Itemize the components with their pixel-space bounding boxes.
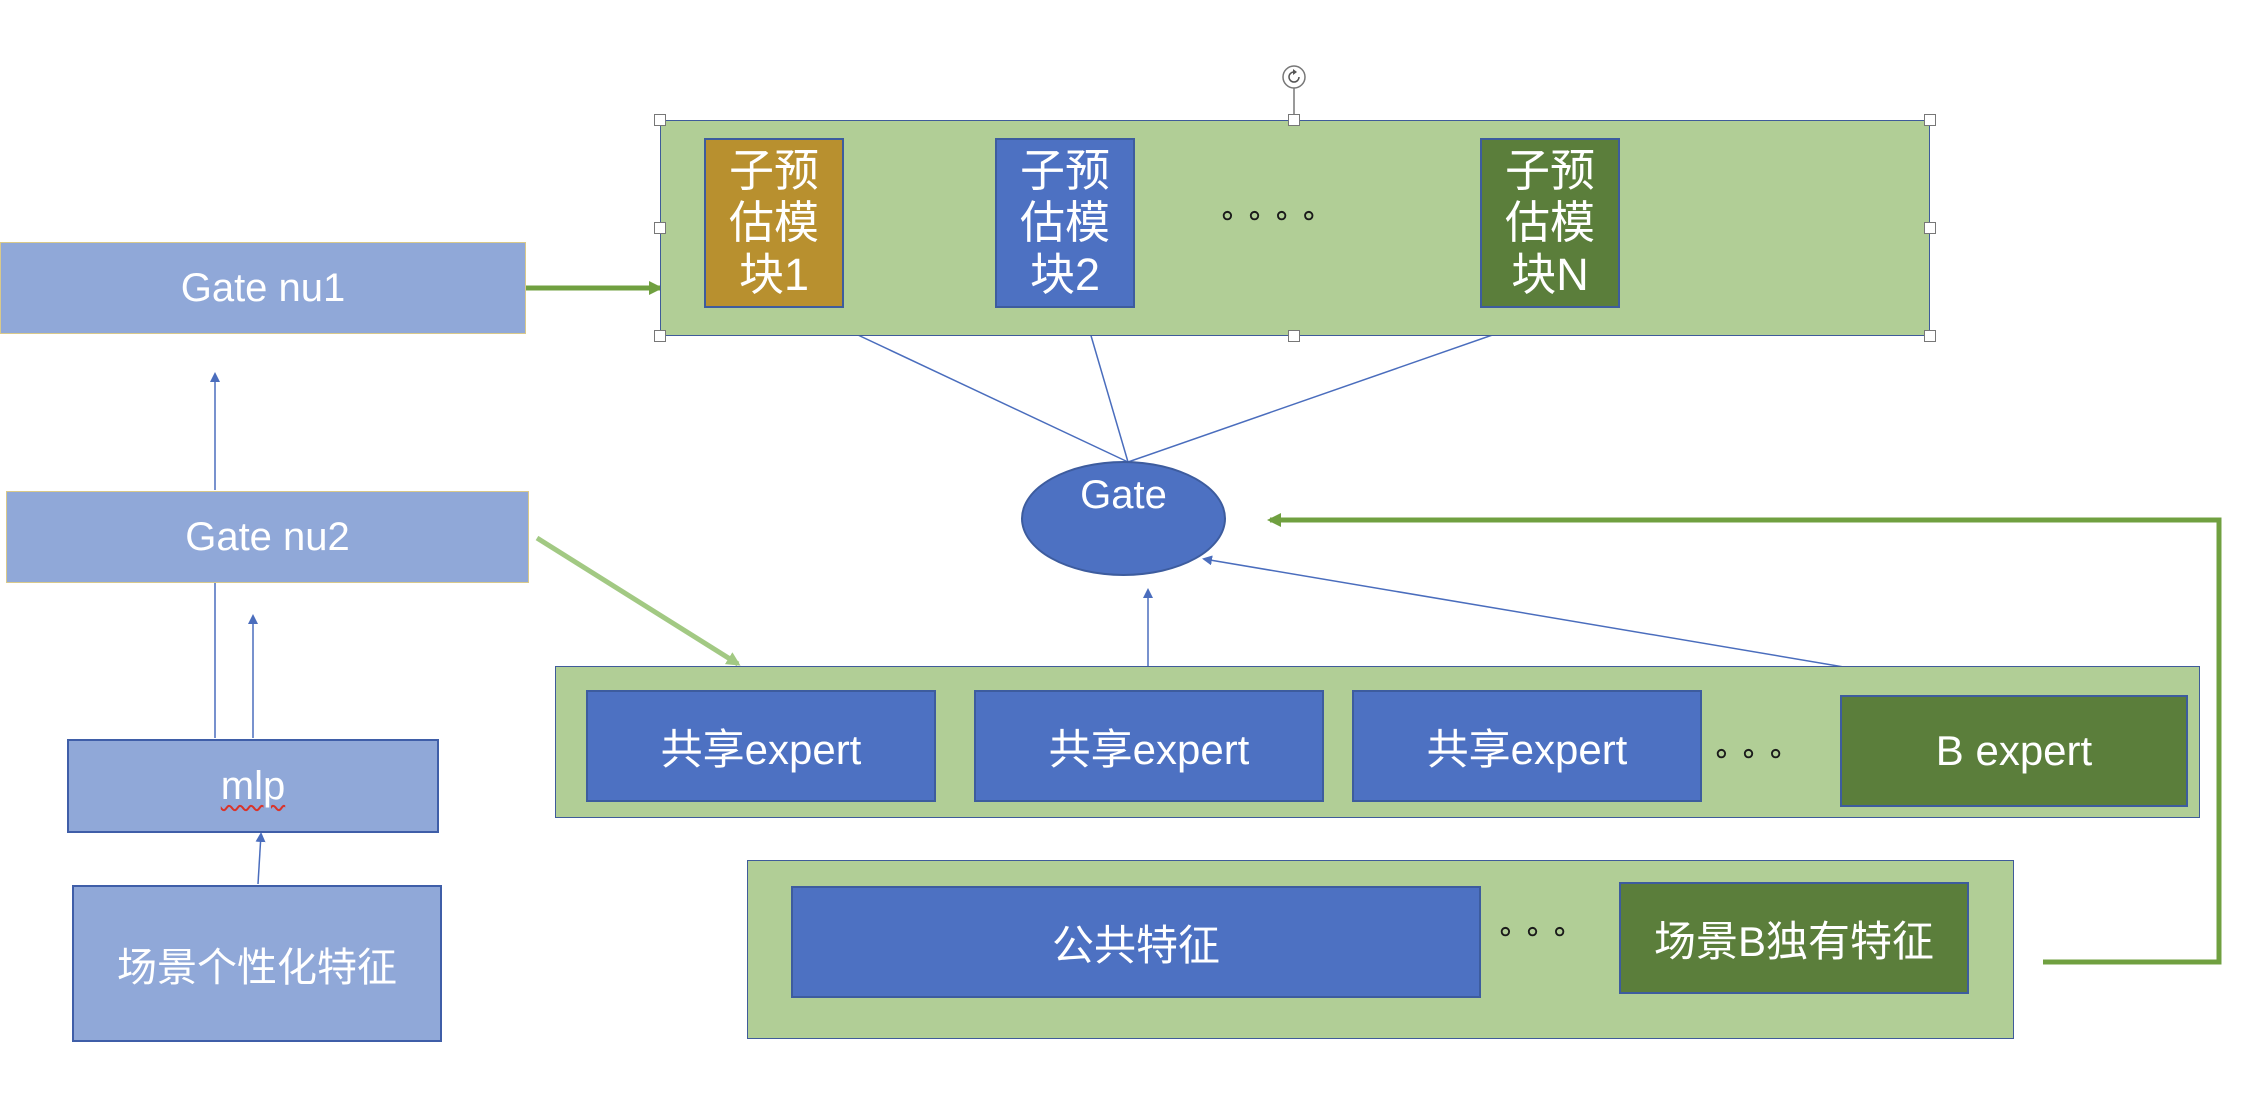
sub-module-2: 子预 估模 块2 — [995, 138, 1135, 308]
gate-nu1-box: Gate nu1 — [0, 242, 526, 334]
gate-nu2-box: Gate nu2 — [6, 491, 529, 583]
sub-module-container[interactable] — [660, 120, 1930, 336]
arrow-b-features-to-gate — [1267, 513, 2222, 965]
sub-module-1: 子预 估模 块1 — [704, 138, 844, 308]
arrow-gate-to-module2 — [1084, 320, 1129, 463]
gate-label: Gate — [1080, 473, 1167, 517]
b-unique-features: 场景B独有特征 — [1619, 882, 1969, 994]
resize-handle-bl[interactable] — [654, 330, 666, 342]
features-ellipsis: ∘ ∘ ∘ — [1496, 915, 1570, 948]
scene-features-box: 场景个性化特征 — [72, 885, 442, 1042]
mlp-box: mlp — [67, 739, 439, 833]
shared-expert-1: 共享expert — [586, 690, 936, 802]
resize-handle-ml[interactable] — [654, 222, 666, 234]
resize-handle-mr[interactable] — [1924, 222, 1936, 234]
b-expert: B expert — [1840, 695, 2188, 807]
resize-handle-tm[interactable] — [1288, 114, 1300, 126]
resize-handle-tl[interactable] — [654, 114, 666, 126]
public-features: 公共特征 — [791, 886, 1481, 998]
arrow-gatenu2-to-experts — [535, 535, 741, 667]
gate-node: Gate — [1021, 461, 1226, 576]
arrow-gate-to-module1 — [824, 318, 1129, 463]
arrow-gate-to-moduleN — [1127, 321, 1526, 463]
experts-ellipsis: ∘ ∘ ∘ — [1712, 737, 1786, 770]
arrow-features-to-mlp — [255, 832, 266, 885]
resize-handle-bm[interactable] — [1288, 330, 1300, 342]
mlp-label: mlp — [220, 763, 286, 808]
shared-expert-2: 共享expert — [974, 690, 1324, 802]
resize-handle-br[interactable] — [1924, 330, 1936, 342]
sub-module-n: 子预 估模 块N — [1480, 138, 1620, 308]
shared-expert-3: 共享expert — [1352, 690, 1702, 802]
sub-module-ellipsis: ∘ ∘ ∘ ∘ — [1218, 199, 1319, 232]
resize-handle-tr[interactable] — [1924, 114, 1936, 126]
